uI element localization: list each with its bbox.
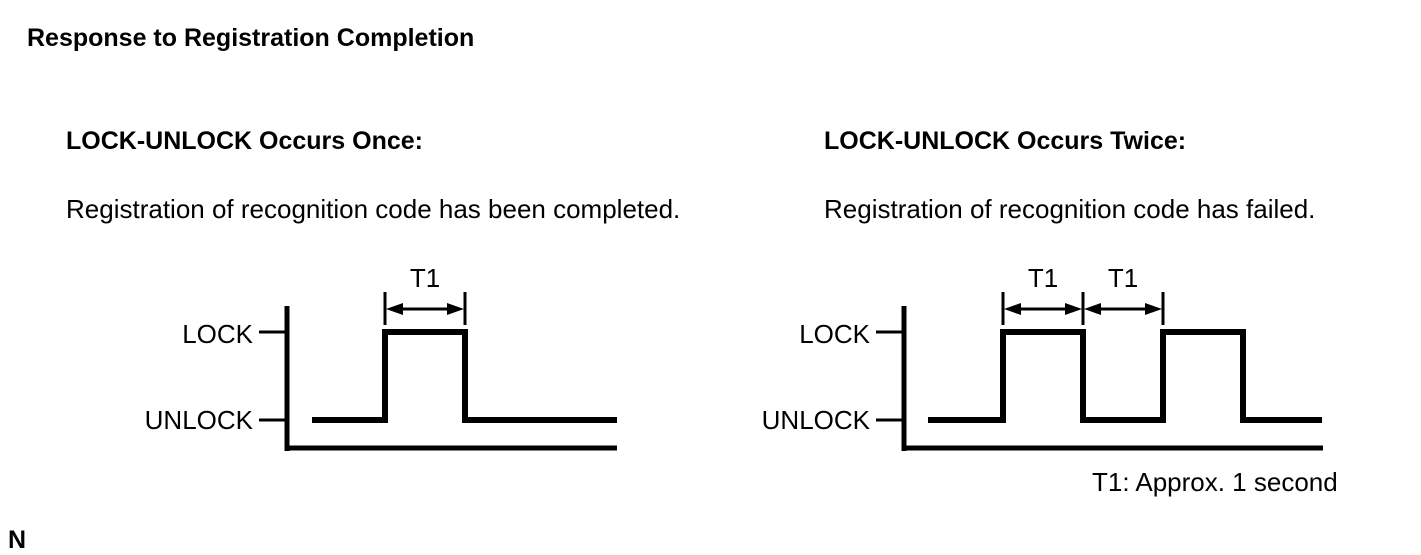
once-waveform-trace [312, 329, 617, 423]
twice-t1-arrow1-head-right-icon [1065, 303, 1082, 315]
lock-level-label-twice: LOCK [799, 319, 870, 349]
page-title: Response to Registration Completion [27, 24, 475, 52]
twice-t1-arrow2-head-left-icon [1084, 303, 1101, 315]
t1-duration-label-once: T1 [409, 263, 441, 293]
once-t1-arrowhead-right-icon [447, 303, 464, 315]
unlock-level-label-once: UNLOCK [144, 405, 253, 435]
twice-t1-arrow2-head-right-icon [1145, 303, 1162, 315]
waveform-diagram-twice [876, 292, 1323, 451]
t1-duration-label-twice-first: T1 [1027, 263, 1059, 293]
twice-t1-arrow1-head-left-icon [1004, 303, 1021, 315]
unlock-level-label-twice: UNLOCK [761, 405, 870, 435]
once-t1-arrowhead-left-icon [386, 303, 403, 315]
t1-duration-label-twice-second: T1 [1107, 263, 1139, 293]
heading-occurs-once: LOCK-UNLOCK Occurs Once: [66, 127, 423, 155]
heading-occurs-twice: LOCK-UNLOCK Occurs Twice: [824, 127, 1187, 155]
t1-definition-footnote: T1: Approx. 1 second [1092, 467, 1338, 497]
lock-level-label-once: LOCK [182, 319, 253, 349]
description-occurs-once: Registration of recognition code has bee… [66, 194, 681, 224]
twice-waveform-trace [928, 329, 1322, 423]
page-marker: N [8, 526, 27, 554]
waveform-diagram-once [259, 292, 617, 451]
description-occurs-twice: Registration of recognition code has fai… [824, 194, 1316, 224]
